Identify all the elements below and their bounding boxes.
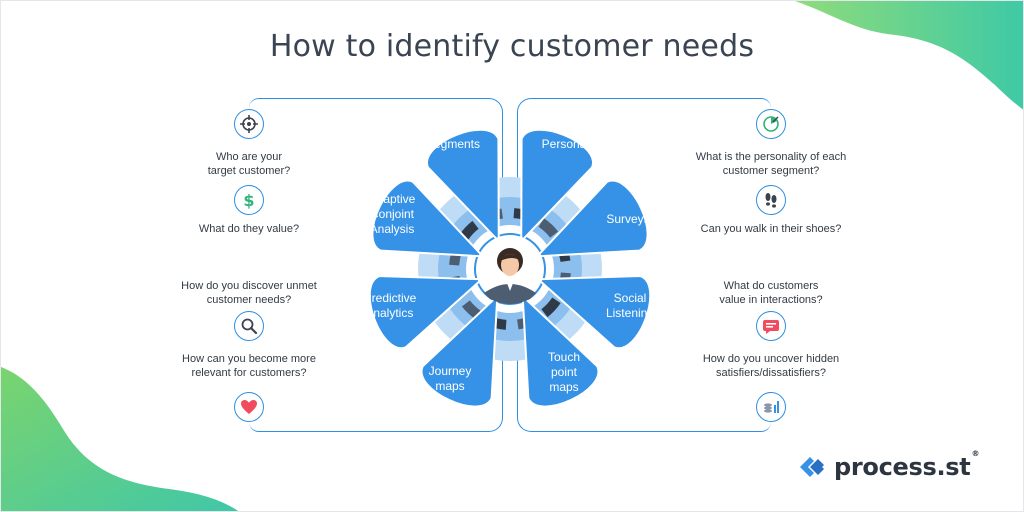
process-st-logo: process.st® xyxy=(798,449,980,481)
pie-chart-icon xyxy=(756,109,786,139)
chat-icon xyxy=(756,311,786,341)
footprints-icon xyxy=(756,185,786,215)
petal-social-listening xyxy=(537,275,652,350)
petal-predictive-analytics xyxy=(368,275,483,350)
petal-journey-maps xyxy=(420,295,499,408)
customer-avatar-icon xyxy=(476,235,544,304)
petal-adaptive-conjoint xyxy=(371,179,484,258)
process-st-logo-icon xyxy=(800,457,824,477)
green-blob-top-right xyxy=(795,1,1023,110)
dollar-icon: $ xyxy=(234,185,264,215)
avatar-collar xyxy=(505,278,515,291)
ring-segment xyxy=(538,218,559,238)
page-title: How to identify customer needs xyxy=(269,29,755,64)
svg-text:$: $ xyxy=(243,191,254,209)
ring-segment xyxy=(541,297,561,318)
magnifier-icon xyxy=(234,311,264,341)
petal-surveys xyxy=(536,179,649,258)
petal-label-personas: Personas xyxy=(542,137,593,151)
coins-chart-icon xyxy=(756,392,786,422)
heart-icon xyxy=(234,392,264,422)
avatar-body xyxy=(484,284,536,304)
petal-label-segments: Segments xyxy=(426,137,480,151)
petal-personas xyxy=(520,128,594,243)
petal-segments xyxy=(426,128,500,243)
question-walk-in-shoes: Can you walk in their shoes? xyxy=(700,223,842,235)
petal-touch-point-maps xyxy=(521,295,600,408)
target-icon xyxy=(234,109,264,139)
logo-wordmark: process.st® xyxy=(834,449,980,481)
green-blob-bottom-left xyxy=(1,367,239,511)
avatar-face xyxy=(501,254,519,276)
petal-label-surveys: Surveys xyxy=(606,212,649,226)
avatar-fringe xyxy=(500,254,520,261)
question-what-they-value: What do they value? xyxy=(198,223,300,235)
